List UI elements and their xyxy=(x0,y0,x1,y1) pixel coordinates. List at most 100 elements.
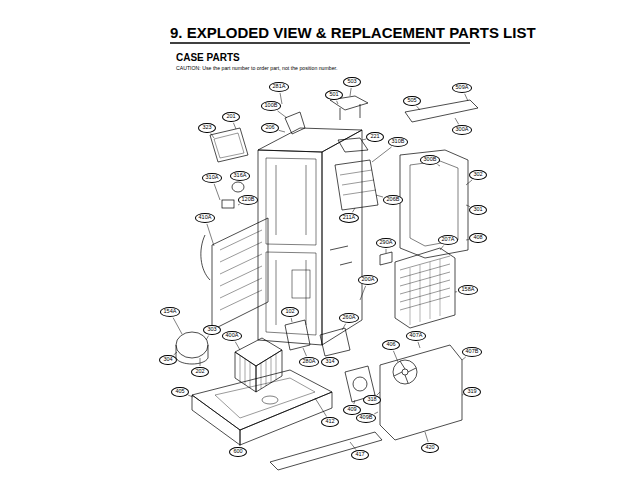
leader-line xyxy=(342,324,346,330)
callout-number: 509A xyxy=(456,84,469,90)
callout-oval: 405 xyxy=(171,387,188,397)
leader-line xyxy=(362,139,366,141)
callout-oval: 281A xyxy=(269,82,290,92)
callout-oval: 408 xyxy=(469,233,486,243)
callout-oval: 201 xyxy=(222,112,239,122)
callout-number: 501 xyxy=(329,91,338,97)
callout-oval: 302 xyxy=(469,170,486,180)
callout-number: 300B xyxy=(424,156,437,162)
callout-number: 600 xyxy=(233,448,242,454)
leader-line xyxy=(238,181,239,182)
callout-number: 202 xyxy=(195,368,204,374)
leader-line xyxy=(211,133,214,138)
leader-line xyxy=(238,204,240,206)
callout-number: 304 xyxy=(163,356,172,362)
callout-number: 158A xyxy=(462,286,475,292)
control-box xyxy=(285,320,310,350)
callout-number: 407B xyxy=(466,348,479,354)
callout-oval: 202 xyxy=(191,367,208,377)
callout-number: 221 xyxy=(370,133,379,139)
leader-line xyxy=(418,342,420,348)
callout-number: 300A xyxy=(456,126,469,132)
leader-line xyxy=(417,106,420,110)
callout-oval: 221 xyxy=(366,132,383,142)
callout-oval: 318 xyxy=(363,395,380,405)
leader-line xyxy=(374,412,378,414)
ice-tray xyxy=(335,160,378,210)
freezer-liner xyxy=(266,252,316,335)
callout-oval: 420 xyxy=(421,443,438,453)
callout-number: 503 xyxy=(347,78,356,84)
page-title: 9. EXPLODED VIEW & REPLACEMENT PARTS LIS… xyxy=(170,24,536,41)
callout-number: 102 xyxy=(285,308,294,314)
callout-oval: 505 xyxy=(403,96,420,106)
callout-number: 301 xyxy=(473,206,482,212)
callout-number: 154A xyxy=(164,308,177,314)
callout-number: 310B xyxy=(392,138,405,144)
leader-line xyxy=(278,111,287,118)
callout-number: 417 xyxy=(355,451,364,457)
evaporator xyxy=(395,248,455,328)
leader-line xyxy=(465,94,468,101)
glass-shelf xyxy=(210,128,248,162)
callout-oval: 303 xyxy=(203,325,220,335)
callout-number: 200A xyxy=(362,276,375,282)
leader-line xyxy=(352,208,355,212)
leader-line xyxy=(425,432,428,442)
leader-line xyxy=(239,445,240,446)
condenser-coil xyxy=(235,338,282,366)
leader-line xyxy=(376,195,383,197)
callout-number: 408 xyxy=(473,234,482,240)
callout-number: 407A xyxy=(410,332,423,338)
callout-oval: 290A xyxy=(376,238,397,248)
leader-line xyxy=(440,246,444,250)
fan xyxy=(393,360,417,384)
callout-number: 303 xyxy=(207,326,216,332)
leader-line xyxy=(233,123,236,129)
callout-oval: 310A xyxy=(202,173,223,183)
callout-number: 406 xyxy=(386,341,395,347)
leader-line xyxy=(360,286,366,300)
callout-number: 420 xyxy=(425,444,434,450)
leader-line xyxy=(466,180,472,185)
callout-oval: 260A xyxy=(339,313,360,323)
callout-number: 505 xyxy=(407,97,416,103)
leader-line xyxy=(386,249,387,253)
bottom-bar xyxy=(270,432,382,470)
callout-oval: 301 xyxy=(469,205,486,215)
callout-oval: 120B xyxy=(238,195,259,205)
leader-line xyxy=(372,147,392,162)
callout-oval: 407B xyxy=(462,347,483,357)
leader-line xyxy=(377,392,380,395)
leader-line xyxy=(350,442,356,450)
callout-oval: 200A xyxy=(358,275,379,285)
callout-oval: 501 xyxy=(325,90,342,100)
leader-line xyxy=(279,130,285,132)
leader-line xyxy=(466,239,469,240)
back-panel xyxy=(212,218,268,330)
leader-line xyxy=(214,184,220,200)
fresh-liner xyxy=(266,158,316,245)
callout-oval: 412 xyxy=(321,417,338,427)
callout-oval: 406 xyxy=(382,340,399,350)
caution-note: CAUTION: Use the part number to order pa… xyxy=(176,65,337,71)
callout-number: 409 xyxy=(347,406,356,412)
callout-oval: 407A xyxy=(406,331,427,341)
leader-line xyxy=(207,224,214,246)
callout-oval: 280A xyxy=(299,357,320,367)
callout-oval: 600 xyxy=(229,447,246,457)
callout-number: 319 xyxy=(467,388,476,394)
callout-number: 211A xyxy=(343,214,355,220)
callout-number: 206B xyxy=(387,196,400,202)
callout-number: 318 xyxy=(367,396,376,402)
callout-oval: 206 xyxy=(261,123,278,133)
callout-oval: 319 xyxy=(463,387,480,397)
fan-cover xyxy=(380,345,462,440)
callout-oval: 211A xyxy=(339,213,359,223)
callout-number: 405 xyxy=(175,388,184,394)
leader-line xyxy=(188,395,193,397)
callout-number: 314 xyxy=(325,358,334,364)
callout-oval: 154A xyxy=(160,307,181,317)
leader-line xyxy=(354,400,355,404)
